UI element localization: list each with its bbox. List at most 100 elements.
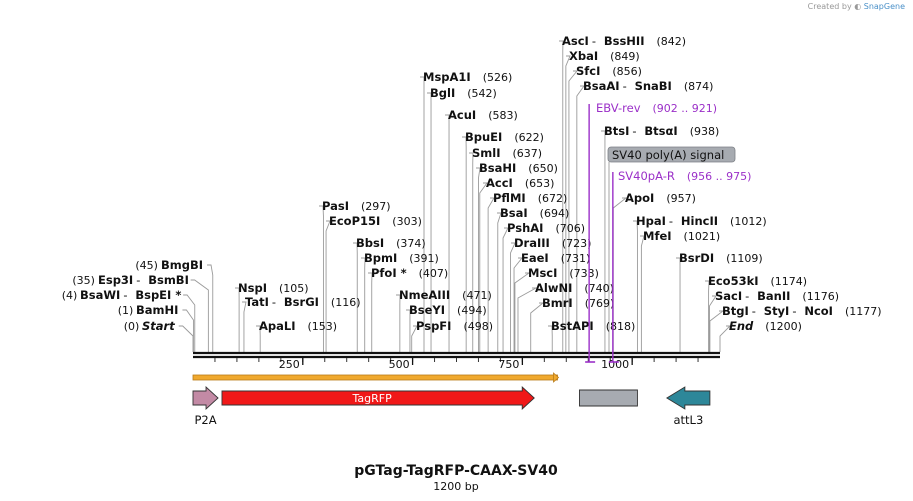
- site-position: (1176): [802, 290, 839, 303]
- site-position: (694): [540, 207, 570, 220]
- site-name: SmlI: [472, 146, 501, 160]
- site-name: BstAPI: [551, 319, 594, 333]
- site-leader: [502, 227, 509, 352]
- site-label: BsaHI(650): [479, 161, 558, 175]
- site-label: BtsI-BtsαI(938): [604, 124, 719, 138]
- site-name: AccI: [486, 176, 513, 190]
- site-name: BanII: [757, 289, 790, 303]
- site-leader: [182, 309, 194, 352]
- site-name: DraIII: [514, 236, 550, 250]
- site-labels: (0)Start(1)BamHI(4)BsaWI-BspEI *(35)Esp3…: [62, 34, 882, 333]
- site-label: BsaI(694): [500, 206, 569, 220]
- feature-shape: [221, 385, 535, 411]
- site-label: Eco53kI(1174): [708, 274, 807, 288]
- name-separator: -: [752, 304, 756, 318]
- site-position: (1177): [845, 305, 882, 318]
- site-name: SfcI: [576, 64, 600, 78]
- site-name: SnaBI: [635, 79, 672, 93]
- site-position: (153): [308, 320, 338, 333]
- site-leader: [568, 70, 578, 352]
- feature-shape: [192, 385, 219, 411]
- feature-label: TagRFP: [351, 392, 392, 405]
- site-label: BbsI(374): [356, 236, 426, 250]
- site-position: (45): [135, 259, 158, 272]
- site-name: BglI: [430, 86, 455, 100]
- site-name: StyI: [764, 304, 790, 318]
- feature-label: attL3: [673, 413, 703, 427]
- site-name: Esp3I: [98, 273, 133, 287]
- site-leader: [633, 220, 638, 352]
- site-label: SacI-BanII(1176): [715, 289, 839, 303]
- credit-brand: SnapGene: [863, 2, 905, 11]
- site-position: (856): [612, 65, 642, 78]
- site-leader: [705, 280, 710, 352]
- site-name: XbaI: [569, 49, 598, 63]
- site-position: (1021): [684, 230, 721, 243]
- site-leader: [420, 76, 425, 352]
- site-name: PasI: [322, 199, 349, 213]
- site-label: AccI(653): [486, 176, 554, 190]
- ruler-label: 750: [498, 358, 519, 371]
- ruler-label: 500: [389, 358, 410, 371]
- site-leader: [256, 325, 261, 352]
- site-name: BsrGI: [284, 295, 319, 309]
- site-leader: [469, 152, 474, 352]
- site-position: (957): [666, 192, 696, 205]
- site-name: BsaAI: [583, 79, 620, 93]
- site-position: (391): [409, 252, 439, 265]
- site-leader: [576, 85, 585, 352]
- site-name: BssHII: [604, 34, 645, 48]
- site-leader: [497, 212, 502, 352]
- site-position: (723): [562, 237, 592, 250]
- site-leader: [476, 167, 481, 352]
- site-label: PasI(297): [322, 199, 391, 213]
- site-label: BpuEI(622): [465, 130, 544, 144]
- site-label: BpmI(391): [364, 251, 439, 265]
- site-name: PspFI: [416, 319, 451, 333]
- site-name: ApaLI: [259, 319, 296, 333]
- site-name: AscI: [562, 34, 589, 48]
- ruler-label: 250: [279, 358, 300, 371]
- site-position: (471): [462, 289, 492, 302]
- site-label: SmlI (637): [472, 146, 542, 160]
- site-name: EcoP15I: [329, 214, 380, 228]
- site-leader: [396, 294, 401, 352]
- site-position: (731): [561, 252, 591, 265]
- site-position: (374): [396, 237, 426, 250]
- site-position: (542): [467, 87, 497, 100]
- site-position: (637): [513, 147, 543, 160]
- site-label: MfeI(1021): [643, 229, 720, 243]
- site-position: (303): [392, 215, 422, 228]
- site-position: (116): [331, 296, 361, 309]
- site-label: BstAPI(818): [551, 319, 635, 333]
- feature-shape: [665, 386, 711, 410]
- orf-bar: [192, 374, 558, 381]
- site-name: HincII: [681, 214, 718, 228]
- name-separator: -: [123, 288, 127, 302]
- site-name: BtsI: [604, 124, 629, 138]
- site-leader: [709, 310, 725, 352]
- site-label: AscI-BssHII(842): [562, 34, 686, 48]
- site-label: AlwNI(740): [535, 281, 614, 295]
- site-leader: [530, 302, 545, 352]
- site-name: BtgI: [722, 304, 749, 318]
- site-label: (1)BamHI: [118, 303, 179, 317]
- site-name: NmeAIII: [399, 288, 450, 302]
- site-label: BseYI(494): [409, 303, 487, 317]
- site-leader: [427, 92, 432, 352]
- site-label: EaeI(731): [521, 251, 590, 265]
- site-label: SfcI (856): [576, 64, 642, 78]
- site-label: (45)BmgBI: [135, 258, 203, 272]
- site-leader: [361, 257, 366, 352]
- site-leader: [242, 301, 247, 352]
- primer-label: SV40pA-R: [618, 169, 675, 183]
- site-leader: [709, 295, 717, 352]
- backbone: [193, 351, 720, 359]
- site-position: (35): [72, 274, 95, 287]
- site-leader: [640, 235, 645, 352]
- name-separator: -: [592, 34, 596, 48]
- site-name: MspA1I: [423, 70, 471, 84]
- site-leader: [178, 325, 194, 352]
